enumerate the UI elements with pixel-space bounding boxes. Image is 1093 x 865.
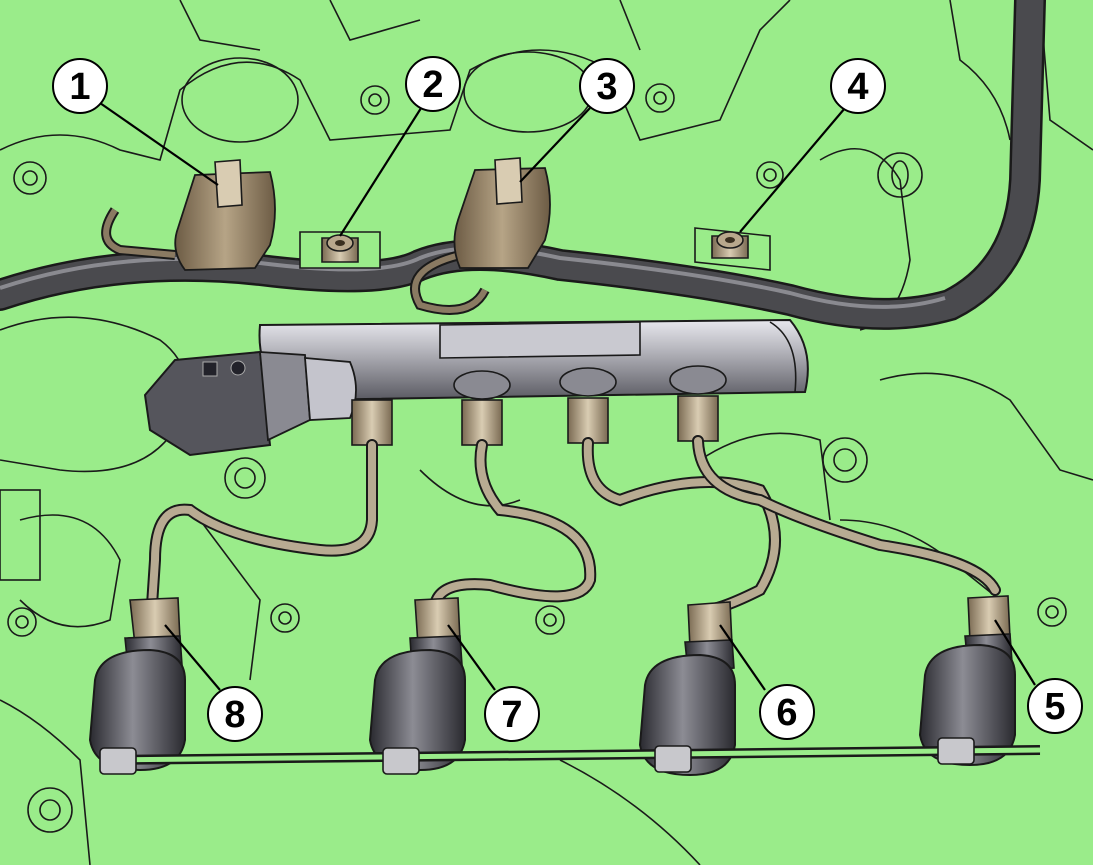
callout-label-6: 6: [776, 692, 797, 734]
leak-off-return-line: [99, 737, 1041, 775]
harness-clip-bolt-4: [694, 227, 771, 271]
rail-outlet-6: [559, 367, 617, 444]
callout-5: 5: [1027, 678, 1083, 734]
callout-label-4: 4: [847, 66, 868, 108]
leader-line-1: [99, 102, 219, 186]
callout-4: 4: [830, 58, 886, 114]
callout-leader-lines: [99, 102, 1036, 691]
callout-8: 8: [207, 686, 263, 742]
injector-8: [88, 635, 186, 772]
leader-line-4: [739, 107, 846, 233]
leader-line-7: [447, 624, 496, 691]
callout-label-8: 8: [224, 694, 245, 736]
fuel-line-6: [581, 437, 781, 616]
callout-6: 6: [759, 684, 815, 740]
callout-label-5: 5: [1044, 686, 1065, 728]
engine-bolts: [7, 51, 1067, 833]
fuel-line-7: [429, 439, 597, 611]
rail-outlet-7: [453, 370, 511, 446]
injector-7: [368, 635, 466, 772]
fuel-line-5: [692, 435, 1001, 596]
callout-7: 7: [484, 686, 540, 742]
fuel-lines: [146, 435, 1001, 616]
electrical-connector-3: [410, 157, 551, 315]
injector-6: [638, 639, 736, 777]
callout-2: 2: [405, 56, 461, 112]
harness-clip-bolt-2: [299, 231, 381, 269]
electrical-connector-1: [101, 159, 276, 271]
leader-line-8: [164, 624, 221, 691]
injectors: [88, 633, 1016, 777]
callout-label-3: 3: [596, 66, 617, 108]
callout-label-2: 2: [422, 64, 443, 106]
injector-5: [918, 633, 1016, 767]
leader-line-6: [719, 624, 766, 691]
rail-outlet-5: [669, 365, 727, 442]
leader-line-2: [339, 104, 424, 237]
leader-line-3: [519, 107, 591, 183]
fuel-line-8: [146, 439, 378, 611]
injector-nuts: [129, 595, 1011, 649]
callout-1: 1: [52, 58, 108, 114]
rail-outlet-fittings: [351, 365, 727, 446]
callout-label-7: 7: [501, 694, 522, 736]
callout-3: 3: [579, 58, 635, 114]
rail-pressure-sensor: [143, 350, 357, 457]
rail-outlet-8: [351, 399, 393, 446]
callout-label-1: 1: [69, 66, 90, 108]
leader-line-5: [994, 619, 1036, 686]
